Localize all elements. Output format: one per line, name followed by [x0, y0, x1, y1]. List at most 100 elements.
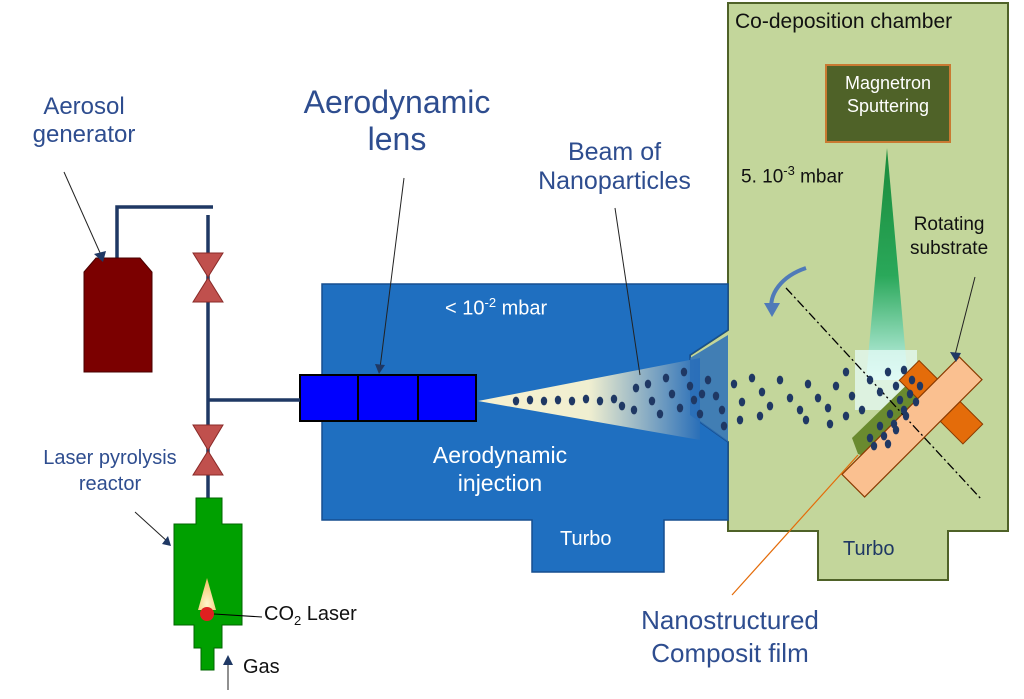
aerodynamic-lens [299, 374, 477, 422]
label-line: Aerodynamic [432, 442, 568, 468]
nanoparticle-dot [540, 396, 548, 406]
injection-chamber [321, 283, 729, 573]
pressure-prefix: < 10 [445, 297, 485, 320]
nanoparticle-dot [756, 411, 764, 421]
nanoparticle-dot [718, 405, 726, 415]
nanoparticle-dot [512, 396, 520, 406]
nanoparticle-dot [880, 431, 888, 441]
label-line: Aerodynamic [303, 84, 491, 120]
co2-laser-label: CO2 Laser [264, 603, 357, 629]
nanoparticle-dot [912, 397, 920, 407]
label-line: Aerosol [43, 93, 125, 120]
nanoparticle-dot [870, 441, 878, 451]
pressure-exponent: -2 [484, 295, 497, 310]
rotating-substrate-label: Rotating substrate [910, 213, 988, 261]
nanoparticle-dot [630, 405, 638, 415]
label-line: Sputtering [846, 96, 930, 117]
label-line: generator [32, 120, 136, 148]
rotating-substrate [841, 356, 984, 498]
aerodynamic-injection-label: Aerodynamic injection [405, 442, 595, 497]
nanoparticle-dot [766, 401, 774, 411]
nanoparticle-dot [884, 367, 892, 377]
nanoparticle-dot [796, 405, 804, 415]
magnetron-box [825, 64, 951, 143]
nanoparticle-dot [858, 405, 866, 415]
substrate-plate [841, 356, 983, 498]
label-line: Composit film [651, 637, 809, 668]
label-line: Beam of [567, 138, 662, 166]
film-pointer-line [731, 454, 859, 596]
pointer-lines [63, 171, 976, 690]
nanoparticle-dot [568, 396, 576, 406]
nanoparticle-dot [908, 375, 916, 385]
aerosol-generator [83, 257, 153, 373]
label-line: Nanoparticles [538, 166, 691, 195]
turbo-right-label: Turbo [843, 538, 895, 560]
nanoparticle-dot [826, 419, 834, 429]
nanoparticle-dot [736, 415, 744, 425]
beam-label: Beam of Nanoparticles [512, 138, 717, 196]
label-line: injection [457, 469, 543, 496]
nanoparticle-dot [690, 395, 698, 405]
nanoparticle-dot [618, 401, 626, 411]
nanoparticle-dot [876, 387, 884, 397]
rotation-axis [785, 287, 983, 501]
nanoparticle-dot [902, 411, 910, 421]
laser-beam-line [213, 613, 263, 618]
nanoparticle-dot [842, 411, 850, 421]
nanoparticle-dot [610, 394, 618, 404]
nanoparticle-dot [704, 375, 712, 385]
gas-label: Gas [243, 656, 280, 678]
co2-prefix: CO [264, 603, 294, 625]
lens-segment [357, 374, 419, 422]
nanoparticle-dot [596, 396, 604, 406]
nanoparticle-dot [900, 365, 908, 375]
chamber-pressure: 5. 10-3 mbar [741, 163, 844, 188]
co2-subscript: 2 [294, 613, 302, 628]
nanoparticle-dot [804, 379, 812, 389]
nanoparticle-dot [662, 373, 670, 383]
nanoparticle-dot [554, 395, 562, 405]
nanoparticle-dot [884, 439, 892, 449]
nanoparticle-dot [916, 381, 924, 391]
nanoparticle-dot [842, 367, 850, 377]
label-line: substrate [910, 237, 989, 259]
nanoparticle-dot [866, 375, 874, 385]
nanoparticle-dot [786, 393, 794, 403]
nanoparticle-dots [512, 365, 924, 451]
sputtering-plume [866, 148, 908, 380]
nanoparticle-dot [886, 409, 894, 419]
laser-reactor-label: Laser pyrolysis reactor [20, 445, 200, 497]
label-line: Magnetron [844, 73, 932, 93]
nanoparticle-dot [748, 373, 756, 383]
laser-spot [200, 607, 214, 621]
valve-bottom [192, 424, 224, 476]
aerosol-generator-label: Aerosol generator [20, 93, 148, 148]
pointer-arrowheads [94, 251, 961, 665]
nanoparticle-dot [892, 381, 900, 391]
nanoparticle-dot [876, 421, 884, 431]
pressure-unit: mbar [794, 166, 844, 188]
nanoparticle-dot [696, 409, 704, 419]
magnetron-label: Magnetron Sputtering [826, 72, 950, 119]
nanoparticle-dot [648, 396, 656, 406]
rotation-arrow-head [764, 303, 780, 317]
nanoparticle-dot [676, 403, 684, 413]
nanoparticle-dot [802, 415, 810, 425]
lens-segment [417, 374, 477, 422]
pressure-prefix: 5. 10 [741, 166, 784, 188]
nanoparticle-dot [730, 379, 738, 389]
chamber-title: Co-deposition chamber [735, 10, 953, 33]
injection-pressure: < 10-2 mbar [445, 295, 548, 321]
aerodynamic-lens-label: Aerodynamic lens [286, 84, 508, 158]
nanoparticle-dot [686, 381, 694, 391]
nanoparticle-dot [896, 395, 904, 405]
label-line: lens [367, 120, 427, 157]
nanostructured-film-label: Nanostructured Composit film [610, 604, 850, 669]
nanoparticle-dot [906, 389, 914, 399]
turbo-left-label: Turbo [560, 528, 612, 550]
pressure-unit: mbar [496, 297, 548, 320]
label-line: Nanostructured [641, 605, 819, 635]
nanoparticle-dot [668, 389, 676, 399]
